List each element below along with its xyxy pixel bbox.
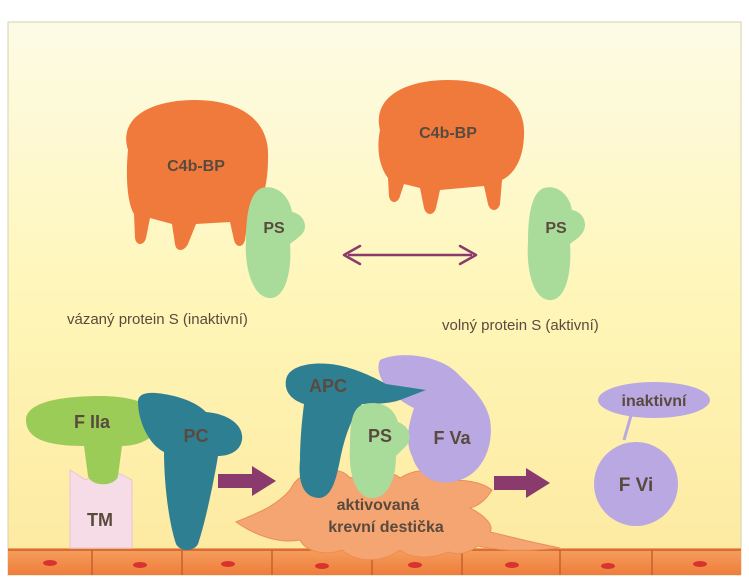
tm-label: TM <box>87 510 113 530</box>
right-arrow-icon <box>494 468 550 498</box>
platelet-label-line2: krevní destička <box>328 519 444 536</box>
c4bbp-free-shape <box>378 80 525 214</box>
f5a-shape <box>378 355 491 483</box>
free-ps: PS <box>527 187 586 301</box>
apc-label: APC <box>309 376 347 396</box>
ps-complex: PS <box>349 402 410 499</box>
inactive-bubble <box>598 382 710 418</box>
platelet-label-line1: aktivovaná <box>337 497 420 514</box>
inactive-label: inaktivní <box>622 393 687 410</box>
right-arrow-icon <box>218 466 276 496</box>
bound-complex: C4b-BP PS <box>126 100 306 299</box>
factor-vi: F Vi <box>594 442 678 526</box>
free-c4bbp: C4b-BP <box>378 80 525 214</box>
ps-bound-label: PS <box>263 220 285 237</box>
caption-bound: vázaný protein S (inaktivní) <box>67 311 248 328</box>
tm-shape <box>69 467 133 549</box>
pc-label: PC <box>183 426 208 446</box>
f5i-label: F Vi <box>619 475 654 496</box>
double-headed-arrow-icon <box>342 244 478 266</box>
f2a-label: F IIa <box>74 412 111 432</box>
c4bbp-bound-label: C4b-BP <box>167 158 225 175</box>
f5a-label: F Va <box>433 428 471 448</box>
ps-bound-shape <box>245 187 306 299</box>
ps-free-shape <box>527 187 586 301</box>
pc-shape <box>138 392 243 550</box>
ps-complex-shape <box>349 402 410 499</box>
ps-free-label: PS <box>545 220 567 237</box>
activated-protein-c: APC <box>285 363 426 498</box>
f5i-shape <box>594 442 678 526</box>
caption-free: volný protein S (aktivní) <box>442 317 599 334</box>
thrombomodulin: TM <box>69 467 133 549</box>
c4bbp-bound-shape <box>126 100 269 250</box>
c4bbp-free-label: C4b-BP <box>419 125 477 142</box>
thrombin: F IIa <box>26 396 159 485</box>
inactive-callout: inaktivní <box>598 382 710 441</box>
protein-c: PC <box>138 392 243 550</box>
factor-va: F Va <box>378 355 491 483</box>
apc-shape <box>285 363 426 498</box>
ps-complex-label: PS <box>368 426 392 446</box>
f2a-shape <box>26 396 159 485</box>
